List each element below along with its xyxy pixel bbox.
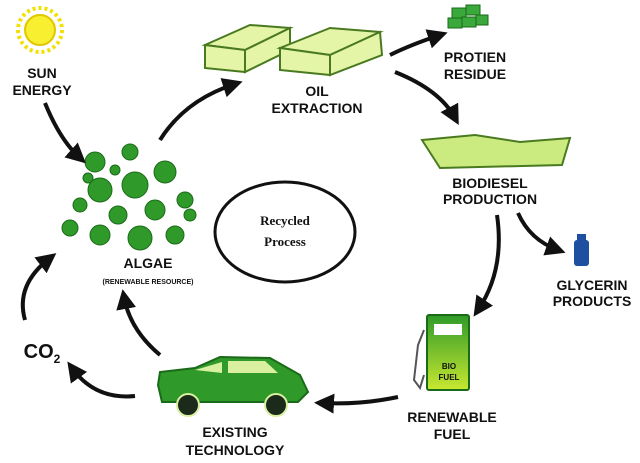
algae-sublabel: (RENEWABLE RESOURCE) — [102, 279, 193, 286]
glycerin-label-1: GLYCERIN — [556, 277, 627, 293]
biodiesel-label-2: PRODUCTION — [443, 191, 537, 207]
car-icon — [156, 355, 310, 417]
glycerin-bottle-icon — [574, 234, 589, 266]
protein-label-1: PROTIEN — [444, 49, 506, 65]
recycled-process-ellipse — [213, 180, 357, 284]
biodiesel-icon — [420, 133, 572, 170]
fuel-pump-icon: BIO FUEL — [412, 314, 470, 391]
car-label-1: EXISTING — [202, 424, 267, 440]
car-label-2: TECHNOLOGY — [186, 442, 285, 458]
sun-icon — [16, 6, 64, 54]
algae-icon — [61, 143, 197, 251]
glycerin-label-2: PRODUCTS — [553, 293, 632, 309]
biodiesel-label-1: BIODIESEL — [452, 175, 528, 191]
cycle-arrows — [20, 29, 566, 414]
sun-label-2: ENERGY — [12, 82, 72, 98]
pump-label-1: BIO — [442, 362, 456, 371]
center-label-2: Process — [264, 234, 306, 249]
oil-label-1: OIL — [305, 83, 329, 99]
oil-label-2: EXTRACTION — [272, 100, 363, 116]
fuel-label-1: RENEWABLE — [407, 409, 496, 425]
protein-residue-icon — [447, 4, 489, 29]
protein-label-2: RESIDUE — [444, 66, 506, 82]
sun-label-1: SUN — [27, 65, 57, 81]
co2-label: CO2 — [24, 341, 61, 366]
pump-label-2: FUEL — [439, 373, 460, 382]
center-label-1: Recycled — [260, 213, 311, 228]
fuel-label-2: FUEL — [434, 426, 471, 442]
oil-extraction-trays-icon — [201, 23, 384, 77]
algae-label: ALGAE — [124, 255, 173, 271]
